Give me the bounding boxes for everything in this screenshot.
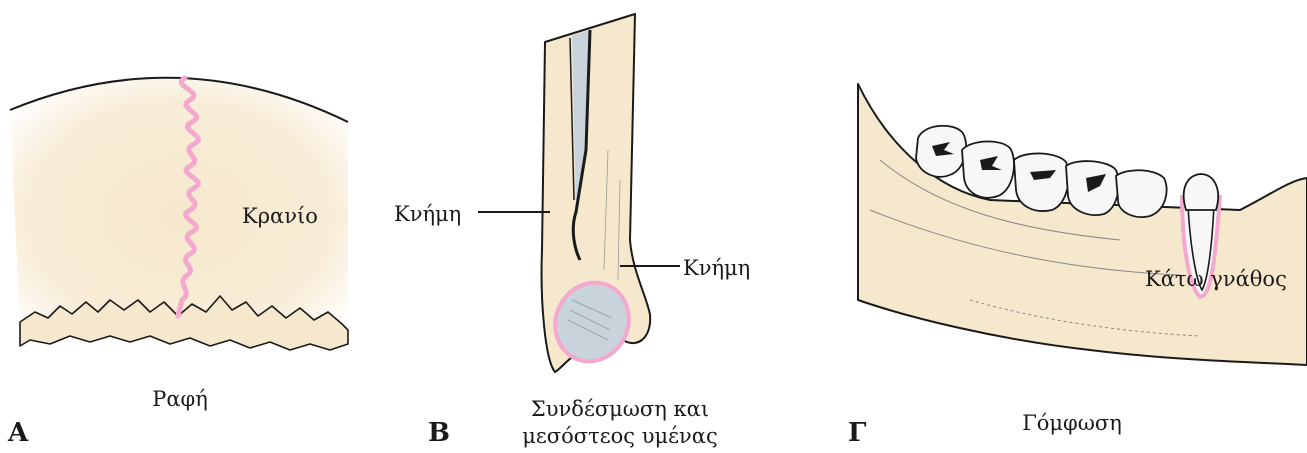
- incisor-crown: [1184, 174, 1218, 210]
- syndesmosis-illustration: [380, 0, 820, 453]
- panel-letter-a: A: [8, 420, 28, 446]
- panel-letter-c: Γ: [848, 420, 866, 446]
- mandible: [858, 84, 1307, 365]
- syndesmosis-caption-line1: Συνδέσμωση και: [510, 396, 730, 423]
- cranium-label: Κρανίο: [242, 205, 318, 228]
- panel-gomphosis: Κάτω γνάθος Γόμφωση Γ: [820, 0, 1307, 453]
- tibia-label-right: Κνήμη: [683, 257, 750, 280]
- suture-caption: Ραφή: [120, 386, 240, 413]
- syndesmosis-caption-line2: μεσόστεος υμένας: [510, 423, 730, 450]
- panel-letter-b: B: [428, 420, 450, 446]
- gomphosis-caption: Γόμφωση: [1002, 410, 1142, 437]
- syndesmosis-caption: Συνδέσμωση και μεσόστεος υμένας: [510, 396, 730, 451]
- mandible-label: Κάτω γνάθος: [1145, 268, 1287, 291]
- gomphosis-illustration: [820, 0, 1307, 453]
- tibia-label-left: Κνήμη: [394, 203, 461, 226]
- panel-suture: Κρανίο Ραφή A: [0, 0, 380, 453]
- panel-syndesmosis: Κνήμη Κνήμη Συνδέσμωση και μεσόστεος υμέ…: [380, 0, 820, 453]
